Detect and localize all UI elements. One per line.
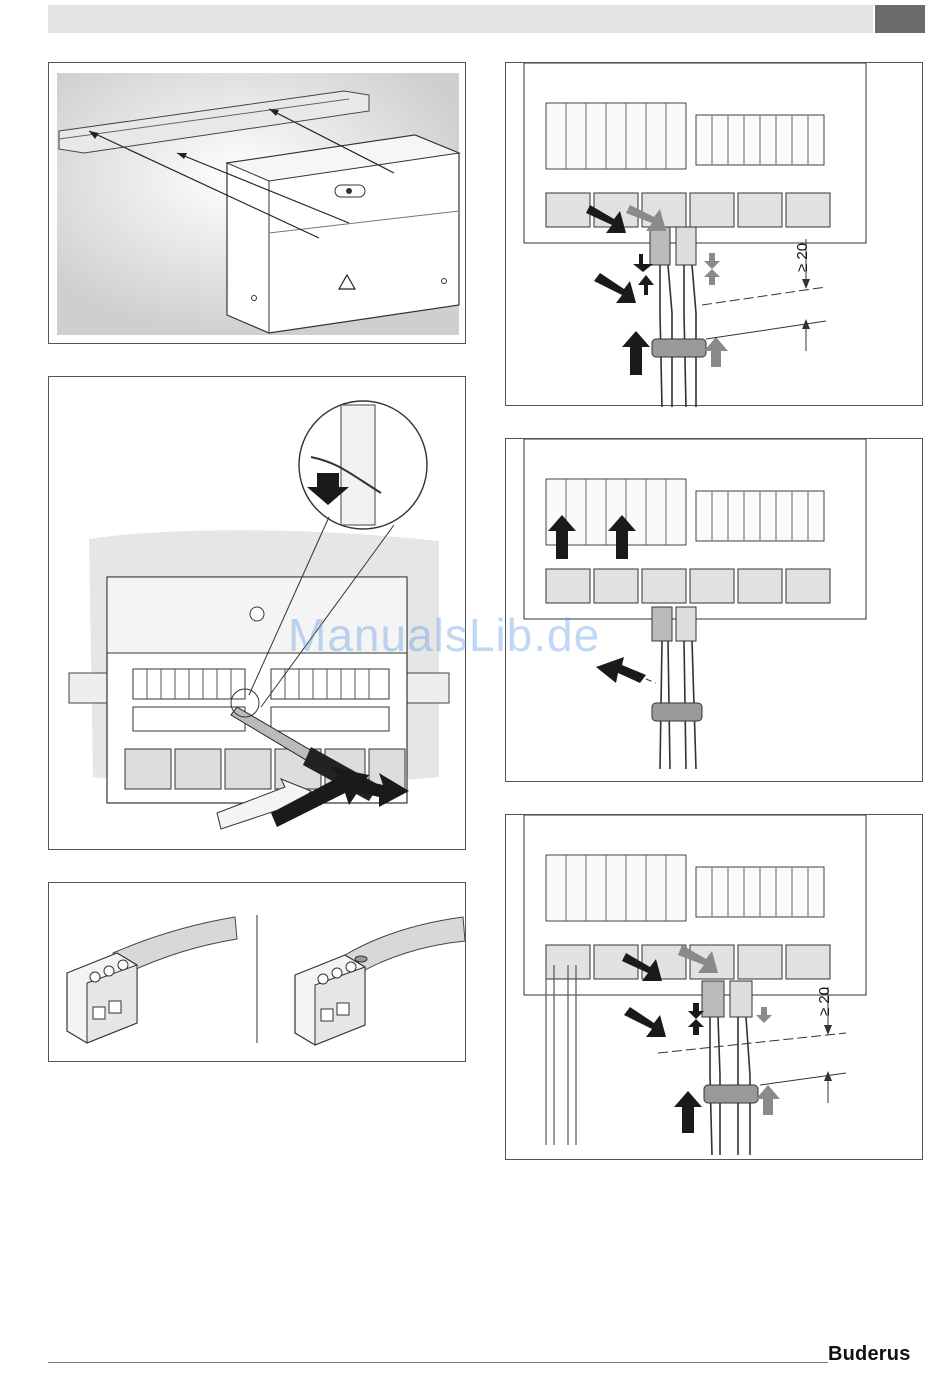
plug-light (730, 981, 752, 1017)
dimension-guide-top (702, 287, 826, 305)
terminal-block-left (546, 103, 686, 169)
figure-wiring-step-3: ≥ 20 (505, 814, 923, 1160)
arrow-up-gray (704, 337, 728, 367)
plug-right (295, 955, 367, 1045)
arrow-up-large (674, 1091, 702, 1133)
dimension-label: ≥ 20 (816, 987, 833, 1016)
header-tab (875, 5, 925, 33)
plug-dark (652, 607, 672, 641)
plug-light (676, 227, 696, 265)
brand-logo: Buderus (828, 1343, 911, 1366)
arrow-up-gray (756, 1085, 780, 1115)
arrow-dark-2 (594, 273, 636, 303)
strain-relief (704, 1085, 758, 1103)
arrow-insert (596, 657, 646, 683)
strain-relief (652, 339, 706, 357)
dimension-guide-top (658, 1033, 846, 1053)
arrow-gray-down-small (704, 253, 720, 269)
strain-relief (652, 703, 702, 721)
dimension-label: ≥ 20 (794, 243, 811, 272)
lock-knob-icon (250, 607, 264, 621)
figure-connector-plugs (48, 882, 466, 1062)
arrow-up-large (622, 331, 650, 375)
arrow-up-small (688, 1019, 704, 1035)
arrow-gray-down-small (756, 1007, 772, 1023)
plug-dark (702, 981, 724, 1017)
plug-left (67, 953, 137, 1043)
header-bar (48, 5, 873, 33)
figure-din-rail-mounting (48, 62, 466, 344)
footer-rule (48, 1362, 828, 1363)
plug-light (676, 607, 696, 641)
arrow-dark-2 (624, 1007, 666, 1037)
plug-dark (650, 227, 670, 265)
dimension-guide-bottom (760, 1073, 846, 1085)
figure-wiring-step-1: ≥ 20 (505, 62, 923, 406)
arrow-gray-up-small (704, 269, 720, 285)
watermark: ManualsLib.de (288, 608, 600, 662)
arrow-up-small (638, 275, 654, 295)
dimension-guide-bottom (706, 321, 826, 339)
cable-tie-icon (355, 956, 367, 962)
terminal-block-left (546, 855, 686, 921)
